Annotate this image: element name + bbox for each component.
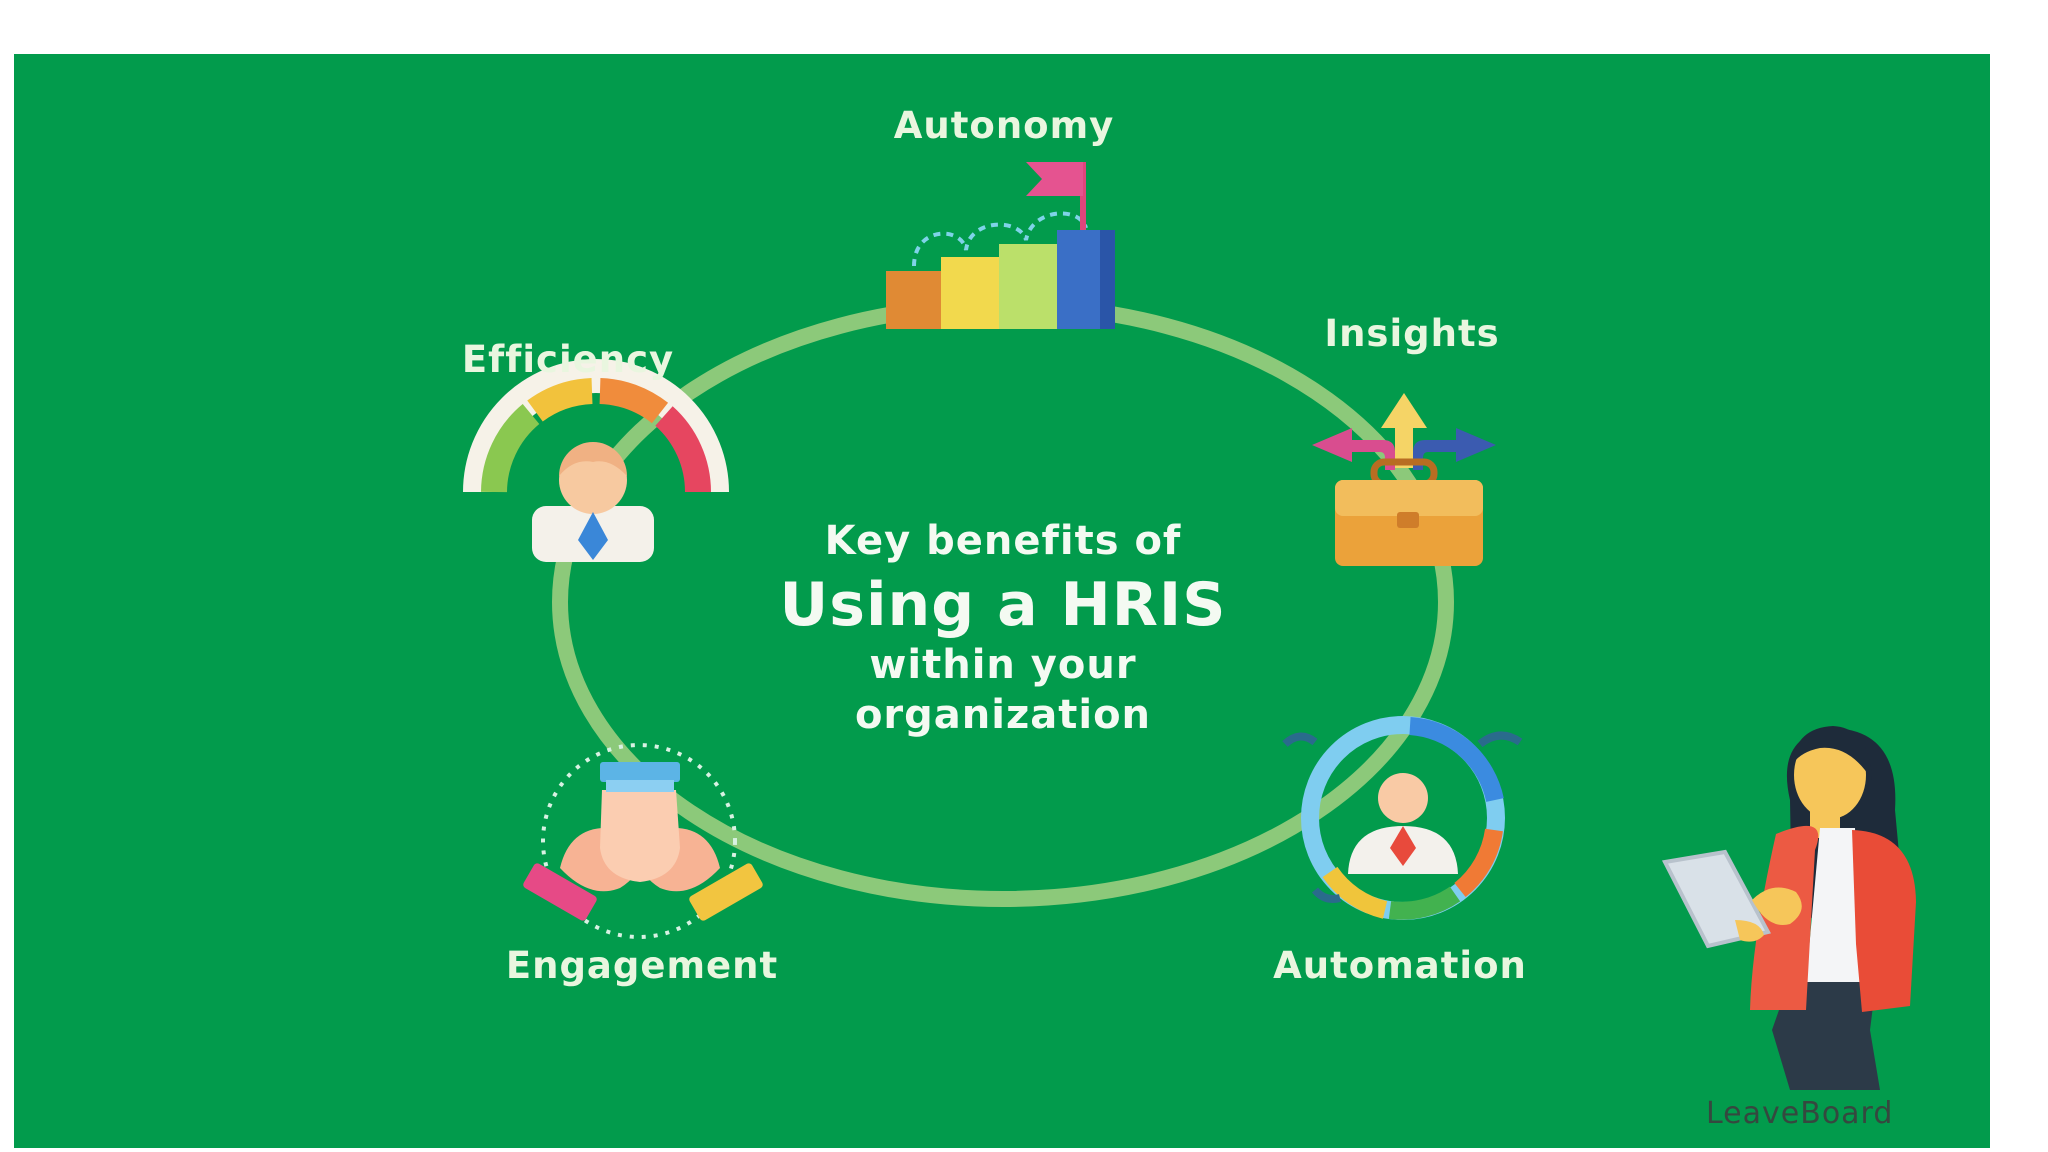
gauge-person-icon bbox=[463, 359, 729, 562]
center-line-3: within your bbox=[869, 642, 1137, 688]
green-panel bbox=[14, 54, 1990, 1148]
woman-with-tablet-illustration bbox=[1661, 726, 1916, 1090]
stacked-hands-icon bbox=[523, 743, 763, 939]
label-efficiency: Efficiency bbox=[461, 338, 675, 381]
brand-watermark: LeaveBoard bbox=[1706, 1096, 1894, 1131]
center-heading: Key benefits of Using a HRIS within your… bbox=[780, 512, 1227, 740]
center-line-4: organization bbox=[854, 692, 1152, 738]
center-line-2: Using a HRIS bbox=[779, 570, 1227, 640]
person-cycle-icon bbox=[1282, 716, 1523, 920]
label-engagement: Engagement bbox=[505, 944, 779, 987]
label-autonomy: Autonomy bbox=[893, 104, 1115, 147]
label-insights: Insights bbox=[1324, 312, 1500, 355]
center-line-1: Key benefits of bbox=[824, 518, 1182, 564]
label-automation: Automation bbox=[1273, 944, 1527, 987]
briefcase-arrows-icon bbox=[1312, 393, 1496, 566]
bar-chart-flag-icon bbox=[886, 162, 1115, 329]
